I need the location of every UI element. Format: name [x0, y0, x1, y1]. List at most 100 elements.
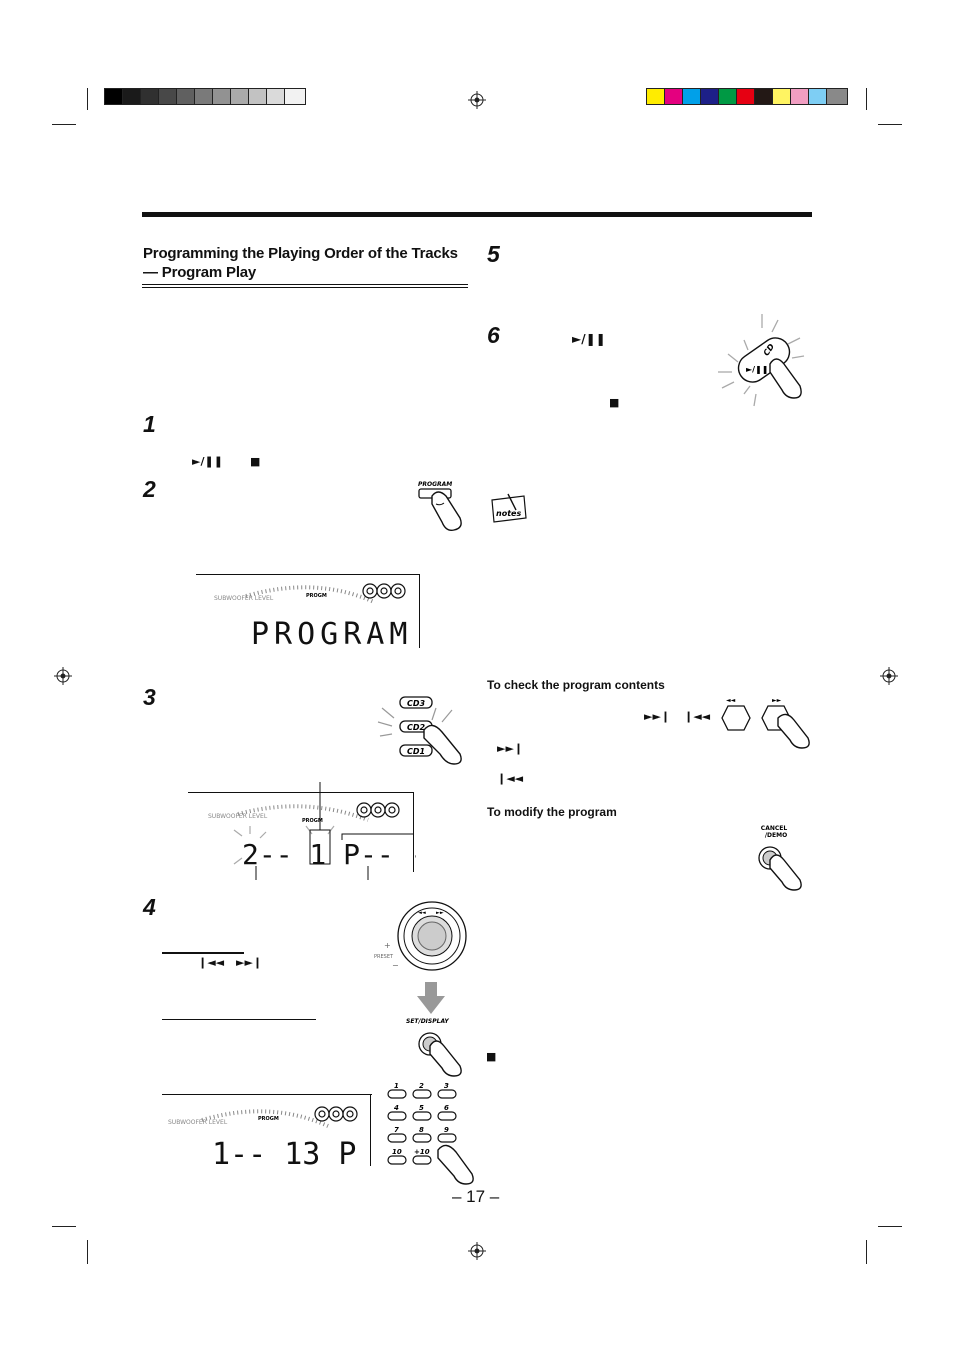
- modify-program-heading: To modify the program: [487, 805, 617, 819]
- svg-text:+: +: [384, 941, 391, 950]
- step4-underline: [162, 1019, 316, 1020]
- color-swatch: [664, 88, 683, 105]
- cd2-label: CD2: [407, 723, 426, 732]
- step-number-4: 4: [143, 894, 156, 920]
- crop-mark: [866, 88, 867, 110]
- cancel-demo-button-illustration: CANCEL /DEMO: [758, 825, 802, 891]
- step-number-3: 3: [143, 684, 156, 710]
- key-6-label: 6: [444, 1104, 449, 1112]
- display-main-text: 2-- 1 P-- --: [242, 838, 416, 871]
- color-swatch: [646, 88, 665, 105]
- stop-symbol: ■: [250, 455, 261, 468]
- cd1-label: CD1: [407, 747, 425, 756]
- stop-symbol: ■: [609, 396, 620, 409]
- skip-buttons-illustration: ◄◄ ►►: [721, 697, 810, 749]
- progm-indicator: PROGM: [306, 593, 327, 599]
- display-program-step: SUBWOOFER LEVEL PROGM 1-- 13 P 1: [162, 1094, 374, 1166]
- key-plus10-label: +10: [414, 1148, 430, 1156]
- cd-select-buttons-illustration: CD3 CD2 CD1: [377, 696, 462, 765]
- progm-indicator: PROGM: [258, 1116, 279, 1122]
- set-display-button-illustration: SET/DISPLAY: [406, 1018, 462, 1077]
- skip-forward-symbol: ►►❙: [497, 742, 524, 755]
- gray-swatch: [212, 88, 231, 105]
- notes-icon: notes: [491, 493, 527, 523]
- color-swatch: [700, 88, 719, 105]
- skip-back-symbol: ◄◄: [418, 910, 426, 916]
- skip-back-symbol: ❙◄◄: [198, 956, 225, 969]
- header-rule: [142, 212, 812, 217]
- color-swatch: [772, 88, 791, 105]
- color-swatch: [718, 88, 737, 105]
- subwoofer-level-label: SUBWOOFER LEVEL: [208, 813, 268, 820]
- preset-label: PRESET: [374, 954, 394, 960]
- multi-control-dial: ◄◄ ►► + PRESET −: [374, 901, 467, 971]
- gray-swatch: [194, 88, 213, 105]
- key-4-label: 4: [394, 1104, 399, 1112]
- color-swatch: [790, 88, 809, 105]
- color-calibration-bar: [646, 88, 848, 105]
- display-main-text: PROGRAM: [251, 617, 412, 648]
- key-2-label: 2: [419, 1082, 424, 1090]
- key-9-label: 9: [444, 1126, 449, 1134]
- skip-forward-symbol: ►►: [772, 697, 782, 704]
- set-display-label: SET/DISPLAY: [406, 1018, 449, 1025]
- key-8-label: 8: [419, 1126, 424, 1134]
- color-swatch: [826, 88, 848, 105]
- gray-swatch: [248, 88, 267, 105]
- step-number-6: 6: [487, 322, 500, 348]
- registration-mark: [880, 667, 898, 685]
- play-pause-symbol: ►/❚❚: [746, 365, 768, 374]
- cancel-label: CANCEL: [761, 825, 788, 832]
- gray-swatch: [230, 88, 249, 105]
- demo-label: /DEMO: [765, 832, 787, 839]
- key-7-label: 7: [394, 1126, 399, 1134]
- subwoofer-level-label: SUBWOOFER LEVEL: [168, 1119, 228, 1126]
- color-swatch: [736, 88, 755, 105]
- key-5-label: 5: [419, 1104, 424, 1112]
- color-swatch: [682, 88, 701, 105]
- step-number-5: 5: [487, 241, 500, 267]
- color-swatch: [808, 88, 827, 105]
- title-underline: [142, 284, 468, 285]
- title-underline: [142, 287, 468, 288]
- skip-back-symbol: ❙◄◄: [684, 710, 711, 723]
- number-keypad-illustration: 1 2 3 4 5 6 7 8 9 10 +10: [387, 1082, 474, 1185]
- down-arrow-icon: [417, 982, 445, 1014]
- play-pause-symbol: ►/❚❚: [572, 332, 606, 346]
- key-3-label: 3: [444, 1082, 449, 1090]
- stop-symbol: ■: [486, 1050, 497, 1063]
- title-line-1: Programming the Playing Order of the Tra…: [143, 245, 458, 262]
- gray-swatch: [176, 88, 195, 105]
- skip-back-symbol: ◄◄: [726, 697, 736, 704]
- crop-mark: [878, 1226, 902, 1227]
- notes-label: notes: [496, 509, 521, 518]
- cd-play-button-illustration: CD ►/❚❚: [718, 314, 805, 407]
- check-program-heading: To check the program contents: [487, 678, 665, 692]
- program-button-label: PROGRAM: [418, 481, 452, 488]
- svg-text:−: −: [392, 961, 399, 970]
- gray-swatch: [284, 88, 306, 105]
- display-track-select: SUBWOOFER LEVEL PROGM 2-- 1 P-- --: [188, 782, 416, 880]
- registration-mark: [468, 91, 486, 109]
- crop-mark: [52, 1226, 76, 1227]
- grayscale-calibration-bar: [104, 88, 306, 105]
- registration-mark: [54, 667, 72, 685]
- color-swatch: [754, 88, 773, 105]
- display-program: SUBWOOFER LEVEL PROGM PROGRAM: [196, 574, 420, 648]
- gray-swatch: [122, 88, 141, 105]
- skip-forward-symbol: ►►❙: [236, 956, 263, 969]
- cd3-label: CD3: [407, 699, 426, 708]
- section-title: Programming the Playing Order of the Tra…: [143, 244, 473, 282]
- key-10-label: 10: [392, 1148, 402, 1156]
- play-pause-symbol: ►/❚❚: [192, 455, 223, 468]
- skip-forward-symbol: ►►: [436, 910, 444, 916]
- step-number-2: 2: [143, 476, 156, 502]
- display-main-text: 1-- 13 P 1: [212, 1137, 374, 1166]
- subwoofer-level-label: SUBWOOFER LEVEL: [214, 595, 274, 602]
- step-number-1: 1: [143, 411, 156, 437]
- step4-underline: [162, 952, 244, 954]
- progm-indicator: PROGM: [302, 818, 323, 824]
- gray-swatch: [140, 88, 159, 105]
- page-number: – 17 –: [452, 1187, 500, 1206]
- program-button-illustration: PROGRAM: [418, 481, 462, 532]
